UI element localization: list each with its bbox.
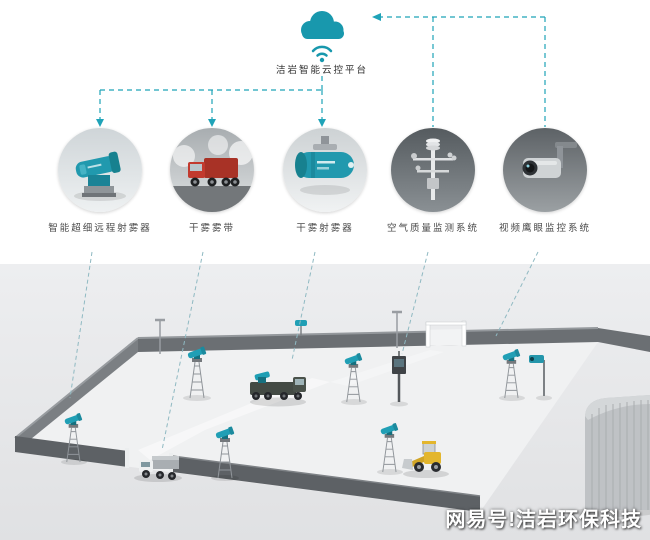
device-air-quality-station: 空气质量监测系统 [387, 128, 477, 234]
device-dry-fog-sprayer: 干雾射雾器 [283, 128, 367, 234]
fog-cannon-tower [377, 422, 403, 475]
cloud-wifi-icon [301, 11, 344, 63]
utility-truck [250, 371, 306, 407]
warehouse-silo [573, 395, 650, 517]
platform-label: 洁岩智能云控平台 [275, 65, 368, 76]
dry-fog-sprayer-photo [283, 128, 367, 212]
device-fog-truck: 干雾雾带 [170, 128, 254, 234]
dump-truck [134, 456, 182, 482]
fog-cannon-tower [341, 352, 367, 405]
fog-truck-photo [170, 128, 254, 212]
fog-cannon-tower [211, 425, 239, 481]
device-label: 空气质量监测系统 [386, 223, 479, 234]
device-eagle-eye-camera: 视频鹰眼监控系统 [499, 128, 589, 234]
cloud-platform [288, 4, 356, 64]
air-quality-station-photo [391, 128, 475, 212]
fog-cannon-photo [58, 128, 142, 212]
site-3d-scene [0, 264, 650, 540]
watermark: 网易号!洁岩环保科技 [445, 509, 642, 531]
device-fog-cannon: 智能超细远程射雾器 [48, 128, 150, 234]
device-label: 干雾雾带 [188, 223, 235, 234]
light-pole-2 [392, 310, 402, 348]
device-label: 视频鹰眼监控系统 [498, 223, 591, 234]
wheel-loader [402, 441, 449, 478]
device-label: 智能超细远程射雾器 [48, 223, 152, 234]
eagle-eye-camera-photo [503, 128, 587, 212]
device-label: 干雾射雾器 [296, 223, 354, 234]
air-quality-monitor-pole [390, 351, 408, 407]
fog-cannon-tower [499, 348, 525, 401]
back-gate [425, 320, 467, 348]
video-camera-pole [529, 355, 552, 401]
fog-cannon-tower [61, 412, 87, 465]
